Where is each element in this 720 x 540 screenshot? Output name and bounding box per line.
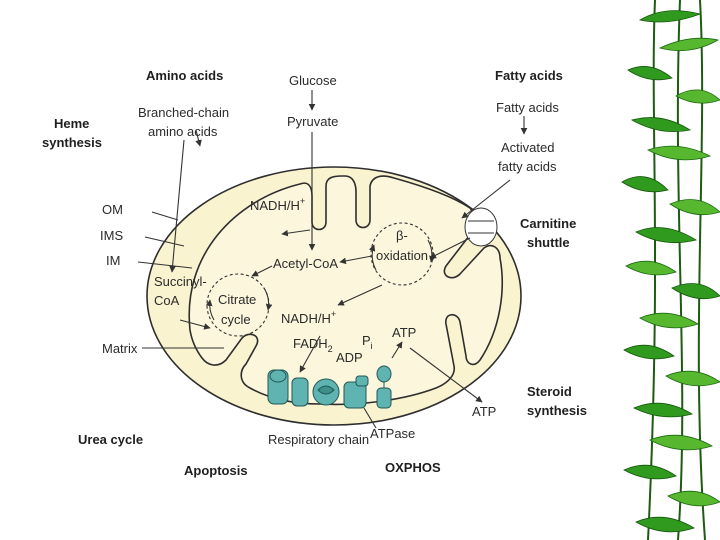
label-nadh-mid: NADH/H+	[281, 309, 336, 326]
label-steroid-2: synthesis	[527, 403, 587, 418]
label-activated-2: fatty acids	[498, 159, 557, 174]
label-pyruvate: Pyruvate	[287, 114, 338, 129]
label-ims: IMS	[100, 228, 123, 243]
label-beta-2: oxidation	[376, 248, 428, 263]
label-urea-cycle: Urea cycle	[78, 432, 143, 447]
label-bcaa-1: Branched-chain	[138, 105, 229, 120]
label-atp-inner: ATP	[392, 325, 416, 340]
label-matrix: Matrix	[102, 341, 138, 356]
label-atpase: ATPase	[370, 426, 415, 441]
label-apoptosis: Apoptosis	[184, 463, 248, 478]
citrate-cycle-ring	[205, 273, 273, 337]
label-fatty-acids: Fatty acids	[496, 100, 559, 115]
label-succinyl-1: Succinyl-	[154, 274, 207, 289]
label-steroid-1: Steroid	[527, 384, 572, 399]
label-heme-1: Heme	[54, 116, 89, 131]
carnitine-channel	[464, 207, 498, 247]
label-nadh-top: NADH/H+	[250, 196, 305, 213]
label-adp: ADP	[336, 350, 363, 365]
label-citrate-1: Citrate	[218, 292, 256, 307]
inner-membrane	[188, 175, 503, 406]
label-carnitine-2: shuttle	[527, 235, 570, 250]
label-atp-right: ATP	[472, 404, 496, 419]
bamboo-decoration	[618, 0, 720, 540]
label-oxphos: OXPHOS	[385, 460, 441, 475]
label-acetyl-coa: Acetyl-CoA	[273, 256, 338, 271]
pathway-arrows	[137, 90, 528, 429]
label-respiratory-chain: Respiratory chain	[268, 432, 369, 447]
label-pi: Pi	[362, 333, 373, 351]
label-om: OM	[102, 202, 123, 217]
label-succinyl-2: CoA	[154, 293, 180, 308]
label-im: IM	[106, 253, 120, 268]
label-glucose: Glucose	[289, 73, 337, 88]
label-heme-2: synthesis	[42, 135, 102, 150]
label-bcaa-2: amino acids	[148, 124, 218, 139]
label-carnitine-1: Carnitine	[520, 216, 576, 231]
respiratory-chain-complexes	[267, 365, 392, 409]
label-beta-1: β-	[396, 228, 408, 243]
label-amino-acids: Amino acids	[146, 68, 223, 83]
labels: Amino acids Glucose Fatty acids Heme syn…	[42, 68, 587, 478]
label-fatty-acids-title: Fatty acids	[495, 68, 563, 83]
label-activated-1: Activated	[501, 140, 554, 155]
label-fadh2: FADH2	[293, 336, 333, 354]
label-citrate-2: cycle	[221, 312, 251, 327]
